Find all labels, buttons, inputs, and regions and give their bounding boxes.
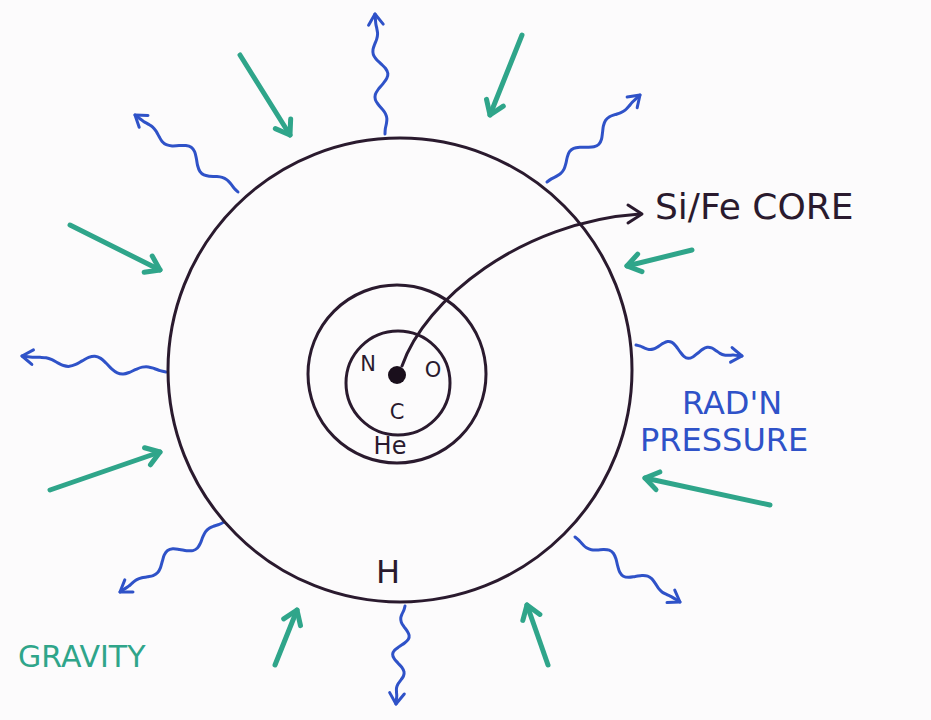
shell-outline — [168, 138, 632, 602]
cno-shell: N OC — [346, 331, 450, 435]
gravity-arrows — [50, 35, 770, 665]
element-symbol: N — [360, 352, 376, 376]
helium-shell: N OC He — [308, 285, 486, 463]
leader-line — [402, 205, 642, 366]
element-symbol: He — [374, 433, 407, 461]
gravity-label: GRAVITY — [18, 640, 238, 675]
hydrogen-shell: N OC HeH — [168, 138, 632, 602]
core-dot — [388, 366, 406, 384]
radiation-arrows — [22, 14, 742, 704]
radiation-label: RAD'N PRESSURE — [640, 385, 900, 459]
element-symbol: O — [425, 358, 442, 382]
element-symbol: H — [376, 554, 400, 591]
core-label: Si/Fe CORE — [655, 186, 925, 227]
element-symbol: C — [390, 400, 405, 424]
